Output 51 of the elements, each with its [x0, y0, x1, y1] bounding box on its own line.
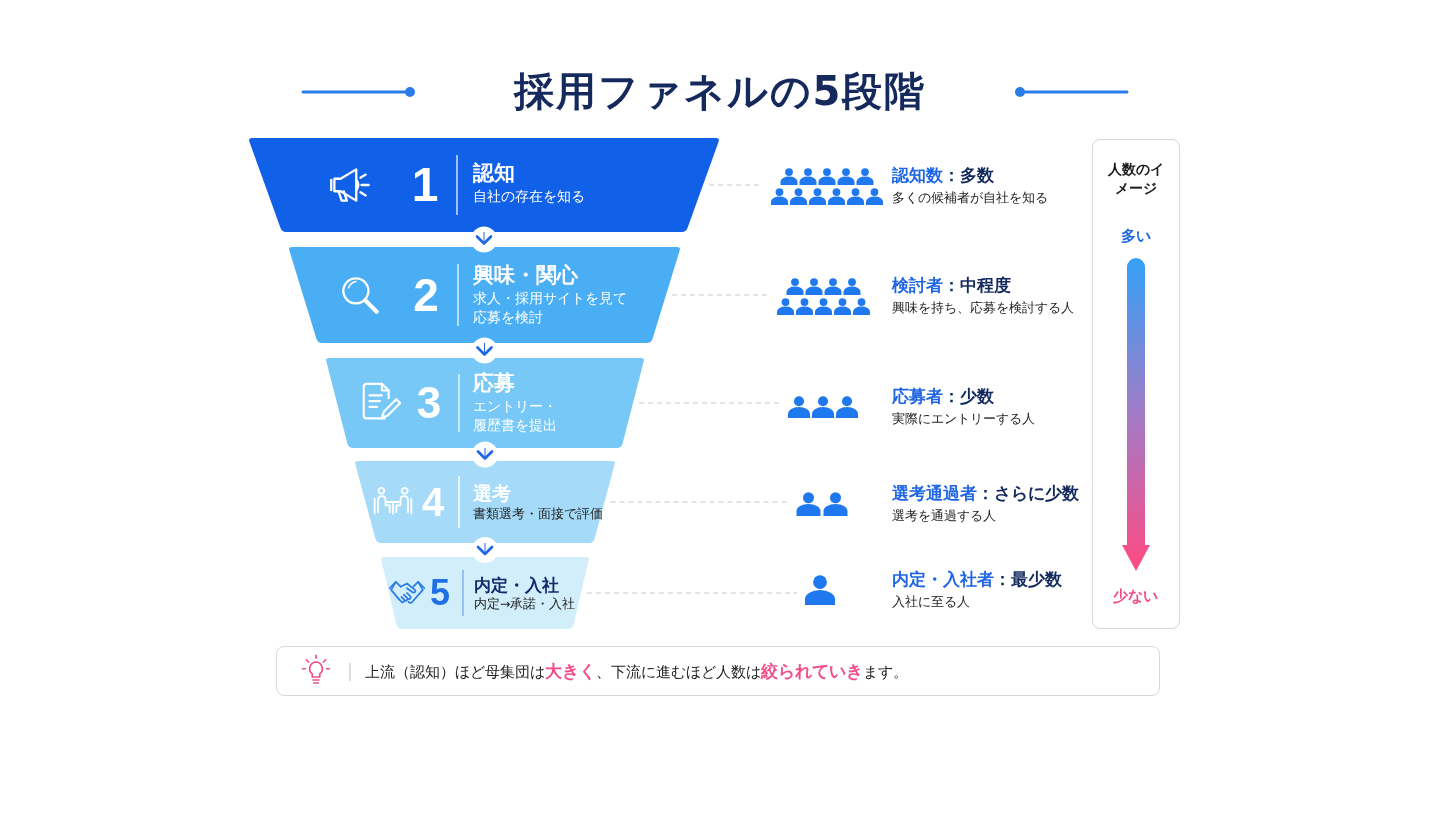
chevron-arrow [475, 231, 493, 245]
group-label: 選考通過者 [892, 482, 977, 503]
group-description: 入社に至る人 [892, 592, 971, 611]
stage-description: 内定→承諾・入社 [474, 595, 577, 613]
scale-panel [1092, 139, 1180, 629]
group-label: 検討者 [892, 274, 943, 295]
group-label: 認知数 [892, 164, 943, 185]
step-number: 1 [411, 161, 439, 209]
stage-title: 認知 [473, 159, 516, 187]
group-description: 選考を通過する人 [892, 506, 997, 525]
title: 採用ファネルの5段階 [512, 67, 928, 116]
group-amount: ：少数 [943, 385, 994, 406]
chevron-arrow [476, 342, 493, 356]
people-group-icon [805, 575, 835, 605]
stage-title: 応募 [473, 370, 516, 398]
note-text: 上流（認知）ほど母集団は大きく、下流に進むほど人数は絞られていきます。 [365, 660, 908, 683]
group-amount: ：多数 [943, 164, 994, 185]
stage-title: 内定・入社 [474, 573, 560, 596]
group-label: 応募者 [892, 385, 943, 406]
group-label: 内定・入社者 [892, 568, 994, 589]
stage-description: 書類選考・面接で評価 [473, 505, 604, 523]
step-number: 5 [430, 575, 450, 611]
group-description: 多くの候補者が自社を知る [892, 188, 1048, 207]
people-group-icon [795, 492, 849, 516]
funnel-stage [354, 461, 616, 543]
stage-description: 自社の存在を知る [473, 187, 586, 207]
people-group-icon [770, 167, 884, 205]
people-group-icon [787, 396, 859, 418]
group-description: 実際にエントリーする人 [892, 409, 1035, 428]
stage-description: 求人・採用サイトを見て応募を検討 [473, 289, 628, 328]
note-card [276, 646, 1160, 696]
chevron-arrow [476, 542, 494, 556]
stage-title: 興味・関心 [473, 262, 579, 290]
stage-description: エントリー・履歴書を提出 [473, 397, 558, 436]
funnel-stage [380, 557, 590, 629]
scale-bottom-label: 少ない [1112, 586, 1159, 607]
group-amount: ：中程度 [943, 274, 1011, 295]
funnel-stage [288, 247, 681, 343]
funnel-stage [248, 138, 720, 232]
stage-title: 選考 [473, 481, 512, 506]
chevron-arrow [476, 447, 494, 460]
funnel-stage [325, 358, 645, 448]
step-number: 4 [421, 482, 445, 522]
group-amount: ：さらに少数 [977, 482, 1079, 503]
step-number: 2 [413, 272, 439, 318]
step-number: 3 [416, 381, 442, 425]
scale-heading: 人数のイメージ [1106, 160, 1165, 198]
scale-top-label: 多い [1119, 226, 1152, 247]
group-amount: ：最少数 [994, 568, 1062, 589]
group-description: 興味を持ち、応募を検討する人 [892, 298, 1074, 317]
people-group-icon [776, 277, 871, 315]
